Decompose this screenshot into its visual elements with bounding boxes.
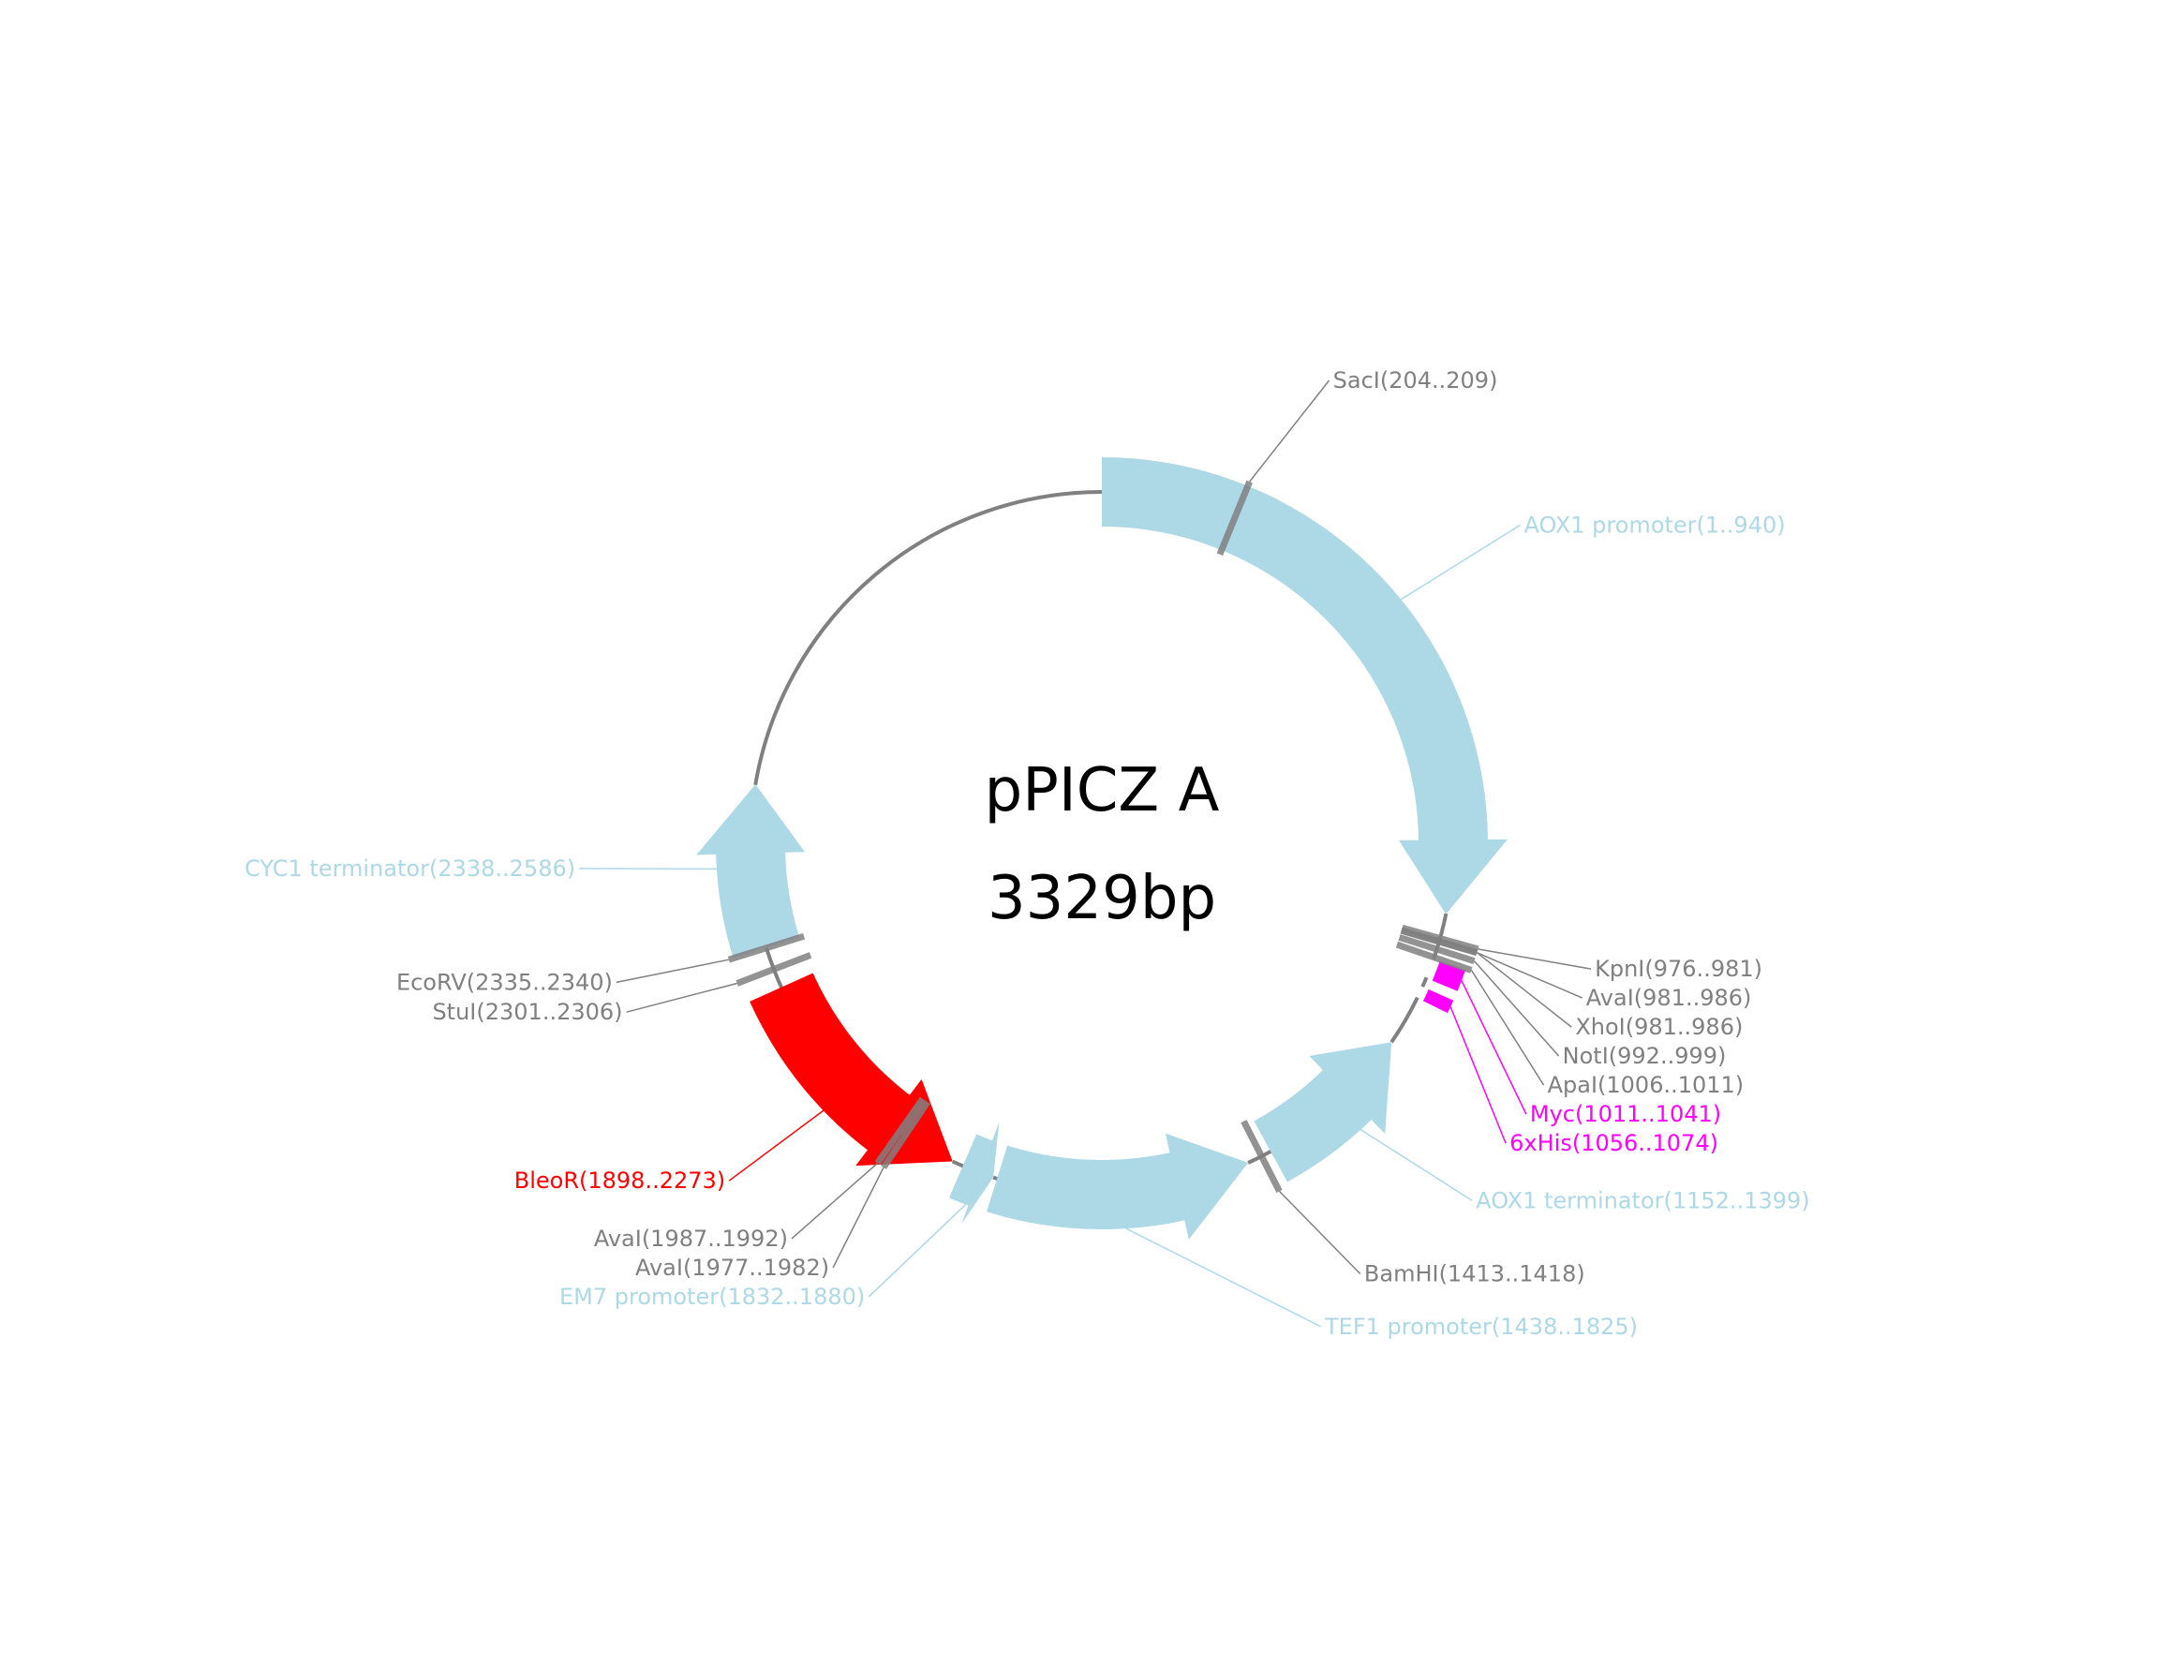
leader-em7-promoter: [868, 1203, 967, 1298]
label-site-bamhi: BamHI(1413..1418): [1364, 1261, 1585, 1287]
label-bleor: BleoR(1898..2273): [514, 1167, 725, 1194]
site-tick-noti: [1398, 934, 1476, 965]
label-site-kpni: KpnI(976..981): [1595, 956, 1762, 982]
label-his6: 6xHis(1056..1074): [1509, 1130, 1718, 1156]
label-site-avai-981: AvaI(981..986): [1586, 985, 1752, 1011]
leader-site-avai-1987: [791, 1162, 879, 1240]
label-site-apai: ApaI(1006..1011): [1548, 1072, 1745, 1098]
feature-his6: [1422, 989, 1454, 1014]
leader-aox1-terminator: [1359, 1128, 1473, 1202]
leader-tef1-promoter: [1125, 1227, 1322, 1328]
leader-cyc1-terminator: [579, 868, 717, 870]
feature-tef1-promoter: [987, 1133, 1249, 1240]
label-layer: SacI(204..209) AOX1 promoter(1..940) KpnI(…: [245, 367, 1810, 1340]
label-site-noti: NotI(992..999): [1563, 1043, 1727, 1069]
site-tick-avai-1987: [874, 1096, 926, 1166]
leader-site-saci: [1249, 379, 1330, 483]
feature-bleor: [750, 973, 953, 1167]
leader-bleor: [728, 1089, 853, 1182]
site-tick-stui: [735, 952, 812, 987]
backbone-arc-3: [1389, 996, 1419, 1044]
plasmid-length: 3329bp: [988, 864, 1216, 933]
leader-site-apai: [1470, 970, 1545, 1086]
feature-cyc1-terminator: [696, 784, 806, 959]
backbone-arc-6: [951, 1159, 965, 1168]
site-layer: [727, 480, 1479, 1193]
feature-em7-promoter: [949, 1122, 1000, 1225]
label-myc: Myc(1011..1041): [1530, 1101, 1721, 1127]
site-tick-xhoi: [1400, 927, 1478, 957]
backbone-arc-8: [753, 490, 1103, 786]
site-tick-bamhi: [1241, 1120, 1283, 1193]
label-site-ecorv: EcoRV(2335..2340): [396, 969, 613, 995]
site-tick-saci: [1216, 480, 1253, 557]
leader-site-bamhi: [1278, 1190, 1361, 1275]
label-aox1-terminator: AOX1 terminator(1152..1399): [1476, 1187, 1809, 1213]
backbone-arc-5: [992, 1175, 999, 1182]
label-site-stui: StuI(2301..2306): [432, 999, 622, 1025]
site-tick-apai: [1395, 941, 1473, 974]
feature-aox1-terminator: [1254, 1042, 1392, 1182]
label-site-avai-1987: AvaI(1987..1992): [594, 1226, 788, 1252]
leader-site-noti: [1474, 960, 1560, 1057]
leader-site-avai-1977: [832, 1167, 884, 1269]
site-tick-ecorv: [727, 932, 806, 963]
label-site-saci: SacI(204..209): [1333, 367, 1498, 394]
leader-site-avai-981: [1477, 952, 1583, 999]
leader-site-ecorv: [616, 959, 730, 984]
label-site-xhoi: XhoI(981..986): [1575, 1014, 1743, 1040]
leader-aox1-promoter: [1401, 524, 1521, 601]
leader-layer: [579, 379, 1592, 1328]
leader-site-kpni: [1478, 948, 1592, 970]
label-tef1-promoter: TEF1 promoter(1438..1825): [1324, 1314, 1638, 1340]
leader-his6: [1449, 1006, 1507, 1144]
leader-myc: [1461, 980, 1527, 1115]
plasmid-name: pPICZ A: [985, 756, 1220, 825]
feature-layer: [696, 457, 1508, 1240]
label-cyc1-terminator: CYC1 terminator(2338..2586): [245, 855, 575, 882]
backbone-arc-2: [1420, 976, 1429, 988]
feature-aox1-promoter: [1102, 457, 1508, 914]
label-aox1-promoter: AOX1 promoter(1..940): [1523, 512, 1785, 538]
label-site-avai-1977: AvaI(1977..1982): [635, 1255, 829, 1281]
label-em7-promoter: EM7 promoter(1832..1880): [559, 1284, 865, 1310]
leader-site-stui: [626, 982, 737, 1013]
leader-site-xhoi: [1476, 952, 1572, 1028]
site-tick-avai-1977: [881, 1100, 930, 1169]
